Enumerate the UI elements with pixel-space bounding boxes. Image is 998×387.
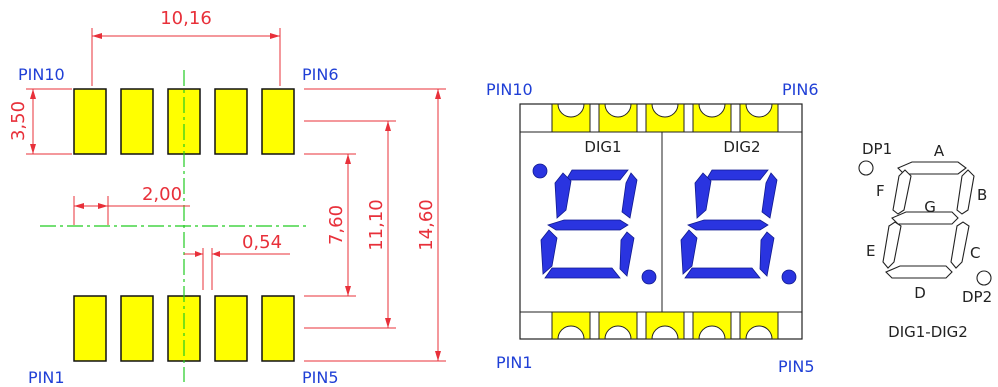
digit1-seg-c <box>619 231 635 277</box>
pad-bottom-1 <box>73 295 107 362</box>
map-label-f: F <box>876 182 885 200</box>
map-seg-d <box>885 265 953 279</box>
map-label-b: B <box>977 186 987 204</box>
display-terminals-top <box>551 103 779 133</box>
digit2-seg-c <box>759 231 775 277</box>
digit2-seg-e <box>680 229 698 275</box>
map-label-dp1: DP1 <box>862 140 892 158</box>
pad-bottom-2 <box>120 295 154 362</box>
dim-pitch-span: 10,16 <box>160 8 212 29</box>
digit2-seg-b <box>761 172 778 219</box>
digit2-seg-f <box>694 172 712 219</box>
digit1-seg-d <box>544 267 621 279</box>
digit1-seg-f <box>554 172 572 219</box>
map-seg-b <box>956 169 975 215</box>
digit-1 <box>540 169 638 279</box>
pad-top-1 <box>73 88 107 155</box>
display-pin1-label: PIN1 <box>496 353 533 372</box>
digit1-dp <box>641 269 657 285</box>
display-view: DIG1 DIG2 PIN10 PIN6 PIN1 PIN5 <box>486 80 819 376</box>
display-pin5-label: PIN5 <box>778 357 815 376</box>
dim-inner: 7,60 <box>326 205 347 245</box>
footprint-pin6-label: PIN6 <box>302 65 339 84</box>
digit2-seg-d <box>684 267 761 279</box>
segment-map-caption: DIG1-DIG2 <box>888 323 968 341</box>
map-label-dp2: DP2 <box>962 288 992 306</box>
digit1-seg-a <box>565 169 629 181</box>
map-seg-a <box>897 161 967 175</box>
dim-mid: 11,10 <box>366 199 387 251</box>
segment-map <box>858 160 992 286</box>
dim-center-offset: 2,00 <box>142 184 182 205</box>
digit1-seg-e <box>540 229 558 275</box>
footprint-pin10-label: PIN10 <box>18 65 65 84</box>
digit2-dp <box>781 269 797 285</box>
map-seg-f <box>892 169 912 215</box>
pad-bottom-5 <box>261 295 295 362</box>
map-label-g: G <box>924 198 936 216</box>
map-label-e: E <box>866 242 875 260</box>
map-seg-g <box>891 211 959 225</box>
dim-pad-length: 3,50 <box>8 101 29 141</box>
digit-2 <box>680 169 778 279</box>
map-label-c: C <box>970 244 980 262</box>
digit2-seg-g <box>687 219 769 231</box>
digit1-seg-g <box>547 219 629 231</box>
map-label-a: A <box>934 142 945 160</box>
digit1-label: DIG1 <box>584 138 621 156</box>
footprint-pin5-label: PIN5 <box>302 368 339 387</box>
map-seg-c <box>950 221 970 269</box>
display-pin10-label: PIN10 <box>486 80 533 99</box>
map-seg-e <box>882 221 902 269</box>
footprint-pin1-label: PIN1 <box>28 368 65 387</box>
segment-map-labels: A B C D E F G DP1 DP2 DIG1-DIG2 <box>862 140 992 341</box>
map-dp2 <box>976 270 992 286</box>
digit2-label: DIG2 <box>723 138 760 156</box>
map-dp1 <box>858 160 874 176</box>
pad-top-2 <box>120 88 154 155</box>
pad-top-5 <box>261 88 295 155</box>
pad-bottom-4 <box>214 295 248 362</box>
pad-top-4 <box>214 88 248 155</box>
digit1-dp1 <box>532 163 548 179</box>
map-label-d: D <box>914 284 926 302</box>
display-pin6-label: PIN6 <box>782 80 819 99</box>
digit1-seg-b <box>621 172 638 219</box>
display-terminals-bottom <box>551 311 779 340</box>
dim-total: 14,60 <box>416 199 437 251</box>
digit2-seg-a <box>705 169 769 181</box>
footprint-view: 10,16 3,50 2,00 0,54 7,60 11,10 14,60 PI… <box>8 8 446 387</box>
dim-pad-gap: 0,54 <box>242 232 282 253</box>
